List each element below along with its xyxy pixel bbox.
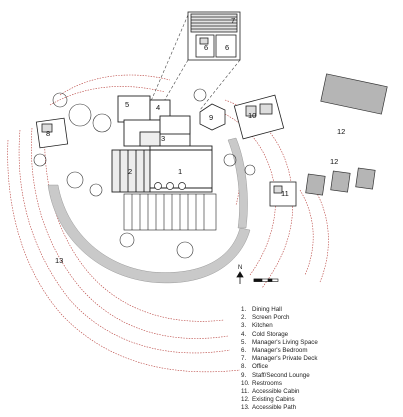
main-building (111, 95, 213, 193)
trees (33, 88, 256, 259)
callout-6a: 6 (204, 43, 208, 52)
legend-item: 9.Staff/Second Lounge (241, 371, 310, 379)
callout-3: 3 (161, 134, 165, 143)
legend-item: 1.Dining Hall (241, 306, 282, 313)
legend-item: 11.Accessible Cabin (241, 387, 300, 395)
callout-9: 9 (209, 113, 213, 122)
manager-suite-detail (187, 11, 241, 61)
legend-item: 13.Accessible Path (241, 404, 297, 412)
callout-11: 11 (281, 189, 289, 198)
staff-lounge (199, 103, 226, 131)
room-callouts: 1 2 3 4 5 6 6 7 8 9 10 11 12 12 13 (46, 16, 345, 265)
callout-1: 1 (178, 167, 182, 176)
legend-item: 5.Manager's Living Space (241, 338, 318, 346)
legend-item: 2.Screen Porch (241, 314, 290, 322)
scale-bar (253, 278, 279, 282)
legend-item: 4.Cold Storage (241, 330, 289, 338)
existing-cabins (305, 73, 388, 196)
callout-10: 10 (248, 111, 256, 120)
callout-8: 8 (46, 129, 50, 138)
callout-6b: 6 (225, 43, 229, 52)
legend-item: 3.Kitchen (241, 322, 273, 330)
north-label: N (238, 265, 243, 271)
accessible-cabin (269, 181, 297, 207)
legend-list: 1.Dining Hall 2.Screen Porch 3.Kitchen 4… (241, 306, 401, 412)
dining-tables (154, 182, 186, 190)
callout-12a: 12 (337, 127, 345, 136)
callout-12b: 12 (330, 157, 338, 166)
callout-13: 13 (55, 256, 63, 265)
legend-item: 8.Office (241, 363, 269, 371)
accessible-path-shading (47, 137, 251, 284)
callout-2: 2 (128, 167, 132, 176)
office-building (35, 117, 69, 149)
callout-7: 7 (231, 16, 235, 25)
restrooms-building (233, 94, 285, 140)
legend-item: 6.Manager's Bedroom (241, 346, 308, 354)
north-arrow (236, 271, 244, 284)
legend-item: 7.Manager's Private Deck (241, 355, 318, 363)
legend-item: 12.Existing Cabins (241, 396, 295, 404)
callout-4: 4 (156, 103, 160, 112)
callout-5: 5 (125, 100, 129, 109)
deck-boardwalk (123, 193, 217, 231)
legend-item: 10.Restrooms (241, 379, 282, 387)
